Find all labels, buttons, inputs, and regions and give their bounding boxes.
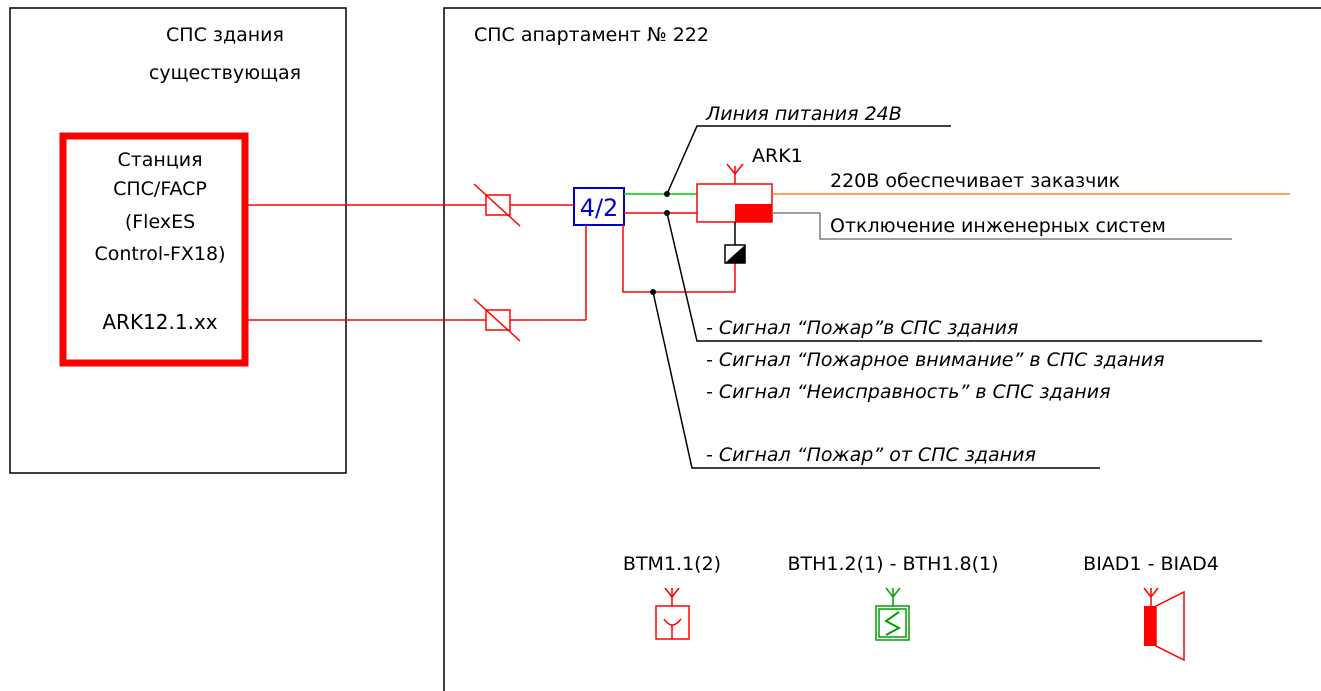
signal-fault-label: - Сигнал “Неисправность” в СПС здания	[706, 381, 1111, 403]
relay-box	[696, 183, 773, 223]
apartment-title: СПС апартамент № 222	[474, 24, 709, 46]
manual-call-point-icon	[875, 587, 910, 641]
apartment-frame	[443, 7, 1321, 691]
existing-building-title-line2: существующая	[149, 62, 301, 84]
signal-attention-label: - Сигнал “Пожарное внимание” в СПС здани…	[706, 349, 1165, 371]
signal-fire-to-label: - Сигнал “Пожар”в СПС здания	[706, 317, 1018, 339]
station-line4: Control-FX18)	[94, 243, 225, 265]
device-label-biad: BIAD1 - BIAD4	[1083, 553, 1219, 575]
siren-icon	[1143, 587, 1185, 662]
relay-antenna-icon	[726, 163, 744, 184]
signals-out-leader	[666, 212, 1262, 342]
module-label: 4/2	[580, 194, 619, 222]
signal-fire-from-label: - Сигнал “Пожар” от СПС здания	[706, 444, 1036, 466]
supply-220-label: 220В обеспечивает заказчик	[830, 170, 1120, 192]
eng-off-wire	[772, 212, 1232, 240]
heat-detector-icon	[655, 587, 690, 640]
relay-output-block	[735, 204, 772, 222]
power-line-leader	[666, 125, 951, 195]
relay-label: ARK1	[752, 145, 803, 167]
station-line3: (FlexES	[125, 211, 195, 233]
device-label-btm: BTM1.1(2)	[623, 553, 721, 575]
signal-in-leader	[652, 291, 1100, 469]
power-line-label: Линия питания 24В	[705, 103, 902, 125]
module-box	[573, 187, 625, 226]
station-line1: Станция	[117, 149, 202, 171]
station-line2: СПС/FACP	[113, 178, 207, 200]
existing-building-title-line1: СПС здания	[166, 24, 284, 46]
station-line5: ARK12.1.xx	[102, 310, 217, 334]
existing-building-frame	[9, 7, 347, 474]
signal-loop-wires	[245, 204, 587, 321]
module-fire-loop-wire	[622, 225, 736, 293]
signals-out-node	[664, 210, 670, 216]
eng-off-label: Отключение инженерных систем	[830, 215, 1166, 237]
relay-indicator-icon	[724, 244, 746, 264]
power-line-node	[664, 191, 670, 197]
isolator-bottom	[473, 298, 521, 342]
signal-in-node	[650, 289, 656, 295]
station-box	[59, 132, 249, 367]
device-label-bth: BTH1.2(1) - BTH1.8(1)	[787, 553, 998, 575]
isolator-top	[473, 183, 521, 227]
